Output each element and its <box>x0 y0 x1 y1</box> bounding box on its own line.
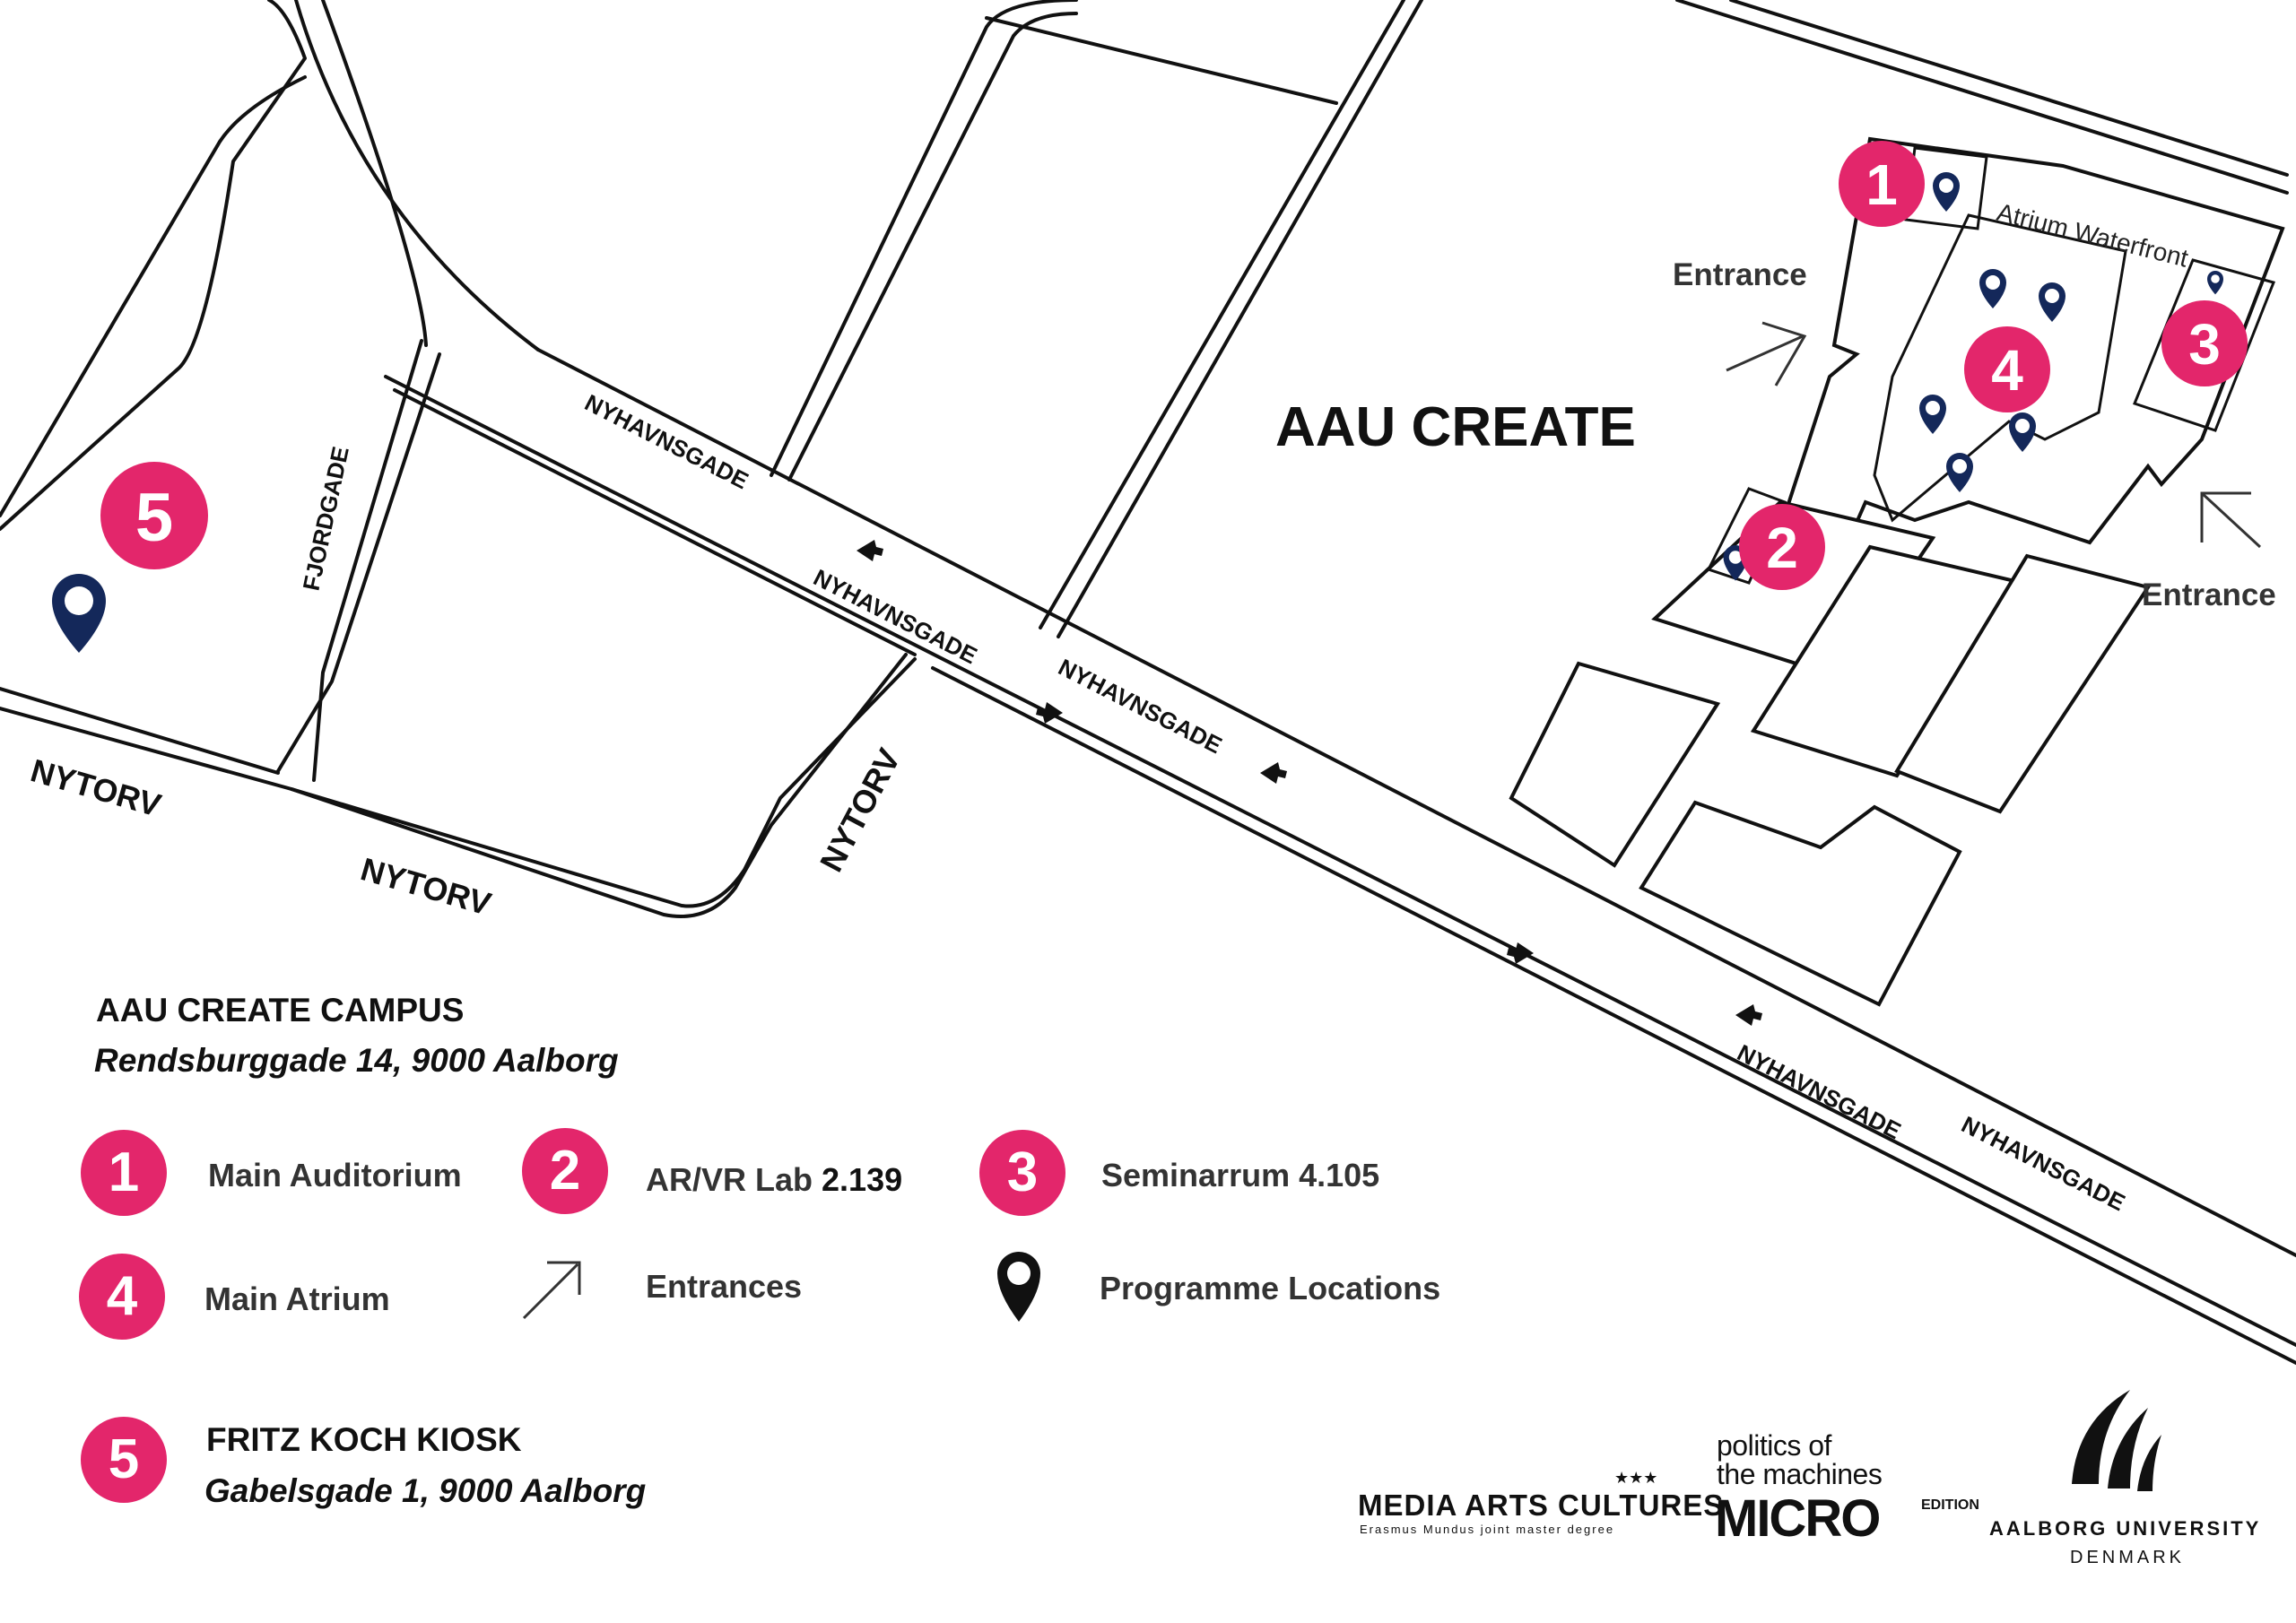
legend-badge-3: 3 <box>979 1130 1065 1216</box>
legend-label-programme-locations: Programme Locations <box>1100 1270 1441 1306</box>
arrow-icon <box>1735 1004 1762 1026</box>
politics-logo-edition: EDITION <box>1921 1497 1979 1513</box>
road-nyhavnsgade-north-edge <box>536 348 2296 1257</box>
svg-text:4: 4 <box>1991 338 2023 403</box>
building-block-e <box>1894 553 2152 814</box>
legend-badge-2: 2 <box>522 1128 608 1214</box>
road-nytorv-north-edge <box>0 687 280 775</box>
campus-name: AAU CREATE CAMPUS <box>96 992 465 1028</box>
map-marker-5[interactable]: 5 <box>100 462 208 569</box>
legend-arvr-lab-name: AR/VR Lab <box>646 1161 813 1198</box>
road-diagonal-north-right <box>321 0 428 347</box>
map-pin-icon <box>997 1252 1040 1322</box>
road-north-to-nyhavn-right <box>1057 0 1423 638</box>
legend-label-seminarrum: Seminarrum 4.105 <box>1101 1157 1380 1193</box>
road-waterfront-1 <box>1675 0 2289 195</box>
arrow-icon <box>1260 762 1287 784</box>
svg-text:1: 1 <box>1866 152 1898 217</box>
street-label-nytorv: NYTORV <box>357 850 495 922</box>
road-north-connector-left <box>770 0 1078 477</box>
building-arvr-lab <box>1706 487 1787 585</box>
legend-label-entrances: Entrances <box>646 1268 803 1305</box>
entrance-label-west: Entrance <box>1673 257 1807 292</box>
map-markers: 1 2 3 4 5 <box>100 141 2248 590</box>
star-icon: ★★★ <box>1614 1469 1658 1487</box>
legend-badge-4: 4 <box>79 1254 165 1340</box>
aau-logo-name: AALBORG UNIVERSITY <box>1989 1517 2262 1540</box>
svg-text:3: 3 <box>2188 312 2221 377</box>
road-west-curve-inner <box>0 75 307 517</box>
svg-text:2: 2 <box>1766 516 1798 580</box>
street-label-nyhavnsgade: NYHAVNSGADE <box>809 564 981 670</box>
road-diagonal-mid <box>985 16 1338 105</box>
street-label-nytorv: NYTORV <box>813 742 908 878</box>
legend-label-arvr-lab: AR/VR Lab 2.139 <box>646 1161 902 1199</box>
legend-label-main-auditorium: Main Auditorium <box>208 1157 462 1193</box>
legend-label-main-atrium: Main Atrium <box>204 1280 390 1317</box>
road-nyhavnsgade-median-1 <box>384 375 2296 1347</box>
street-label-nyhavnsgade: NYHAVNSGADE <box>1733 1039 1905 1145</box>
traffic-arrows <box>857 540 1762 1026</box>
campus-title: AAU CREATE <box>1275 396 1636 458</box>
aau-logo-country: DENMARK <box>2070 1548 2186 1567</box>
street-label-nytorv: NYTORV <box>27 751 165 823</box>
campus-address: Rendsburggade 14, 9000 Aalborg <box>94 1042 619 1079</box>
legend-badge-5: 5 <box>81 1417 167 1503</box>
building-block-d <box>1639 800 1962 1007</box>
map-marker-1[interactable]: 1 <box>1839 141 1925 227</box>
map-marker-3[interactable]: 3 <box>2161 300 2248 386</box>
media-arts-logo-text: MEDIA ARTS CULTURES <box>1358 1488 1725 1522</box>
building-seminar <box>2133 258 2276 432</box>
arrow-icon <box>857 540 883 561</box>
kiosk-address: Gabelsgade 1, 9000 Aalborg <box>204 1472 647 1509</box>
legend-arvr-lab-room: 2.139 <box>822 1161 903 1198</box>
legend-badge-1: 1 <box>81 1130 167 1216</box>
street-label-nyhavnsgade: NYHAVNSGADE <box>580 389 752 495</box>
road-waterfront-2 <box>1729 0 2289 177</box>
road-fjordgade-right <box>276 352 441 773</box>
road-nytorv-south-edge <box>0 653 908 918</box>
road-nyhavnsgade-south-edge <box>931 666 2296 1365</box>
politics-logo-line2: the machines <box>1717 1458 1883 1490</box>
street-label-fjordgade: FJORDGADE <box>298 444 354 593</box>
entrance-arrow-east <box>2200 491 2262 549</box>
road-north-connector-right <box>787 12 1078 482</box>
roads <box>0 0 2296 1365</box>
map-marker-2[interactable]: 2 <box>1739 504 1825 590</box>
road-north-to-nyhavn-left <box>1039 0 1405 629</box>
politics-logo-brand: MICRO <box>1715 1489 1881 1548</box>
buildings <box>1509 136 2285 1007</box>
aau-wave-icon <box>2072 1390 2161 1491</box>
entrance-arrow-west <box>1726 321 1807 386</box>
road-fjordgade-left <box>312 339 423 782</box>
road-west-curve-outer <box>0 0 307 531</box>
svg-text:5: 5 <box>135 480 173 556</box>
media-arts-logo-subtitle: Erasmus Mundus joint master degree <box>1360 1523 1615 1536</box>
building-block-b <box>1750 544 2026 778</box>
road-nyhavnsgade-median-2 <box>393 388 917 656</box>
building-atrium-inner <box>1873 213 2127 523</box>
road-diagonal-north-left <box>294 0 540 352</box>
arrow-icon <box>1507 942 1534 964</box>
politics-logo-line1: politics of <box>1717 1429 1831 1462</box>
map-pin-icon <box>52 574 106 653</box>
building-block-c <box>1509 661 1721 868</box>
kiosk-name: FRITZ KOCH KIOSK <box>206 1421 522 1458</box>
arrow-icon <box>522 1261 581 1320</box>
entrance-label-east: Entrance <box>2142 577 2276 612</box>
arrow-icon <box>1036 702 1063 724</box>
map-marker-4[interactable]: 4 <box>1964 326 2050 412</box>
road-nytorv-inner <box>290 657 917 908</box>
